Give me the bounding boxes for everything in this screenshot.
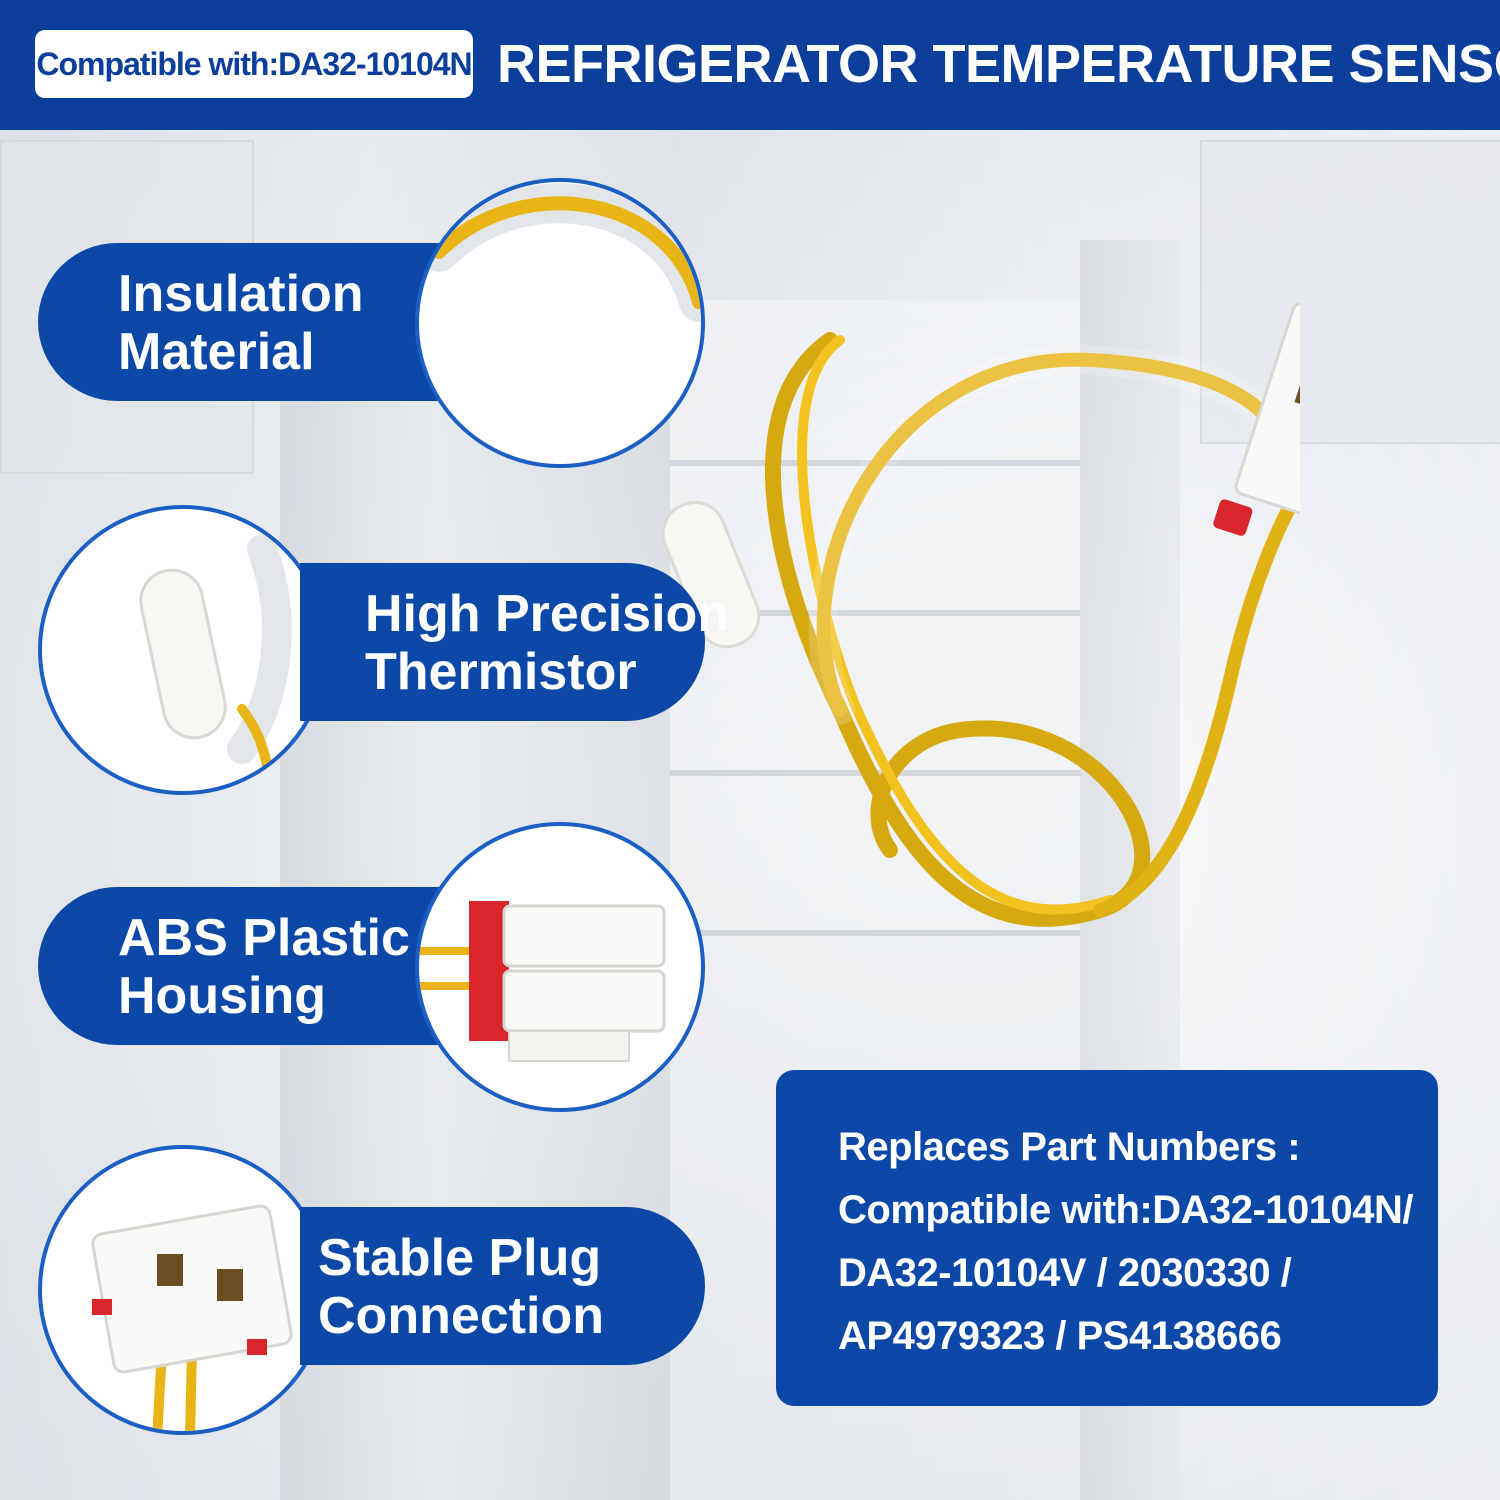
compatible-badge: Compatible with:DA32-10104N (35, 30, 473, 98)
feature-label: Connection (318, 1287, 604, 1345)
insulation-wire-icon (415, 178, 705, 468)
header-banner: Compatible with:DA32-10104N REFRIGERATOR… (0, 0, 1500, 130)
feature-pill-insulation: Insulation Material (38, 243, 458, 401)
part-numbers-line: AP4979323 / PS4138666 (838, 1314, 1282, 1358)
feature-label: High Precision (365, 585, 730, 643)
feature-label: Stable Plug (318, 1229, 602, 1287)
background-shelf (670, 930, 1080, 936)
sensor-wire (816, 352, 1294, 717)
plastic-housing-icon (415, 822, 705, 1112)
part-numbers-line: Compatible with:DA32-10104N/ (838, 1188, 1414, 1232)
feature-label: Material (118, 323, 315, 381)
page-title: REFRIGERATOR TEMPERATURE SENSOR (497, 34, 1500, 94)
replaces-heading: Replaces Part Numbers : (838, 1125, 1301, 1169)
feature-label: Insulation (118, 265, 364, 323)
feature-label: Thermistor (365, 643, 637, 701)
plug-connector (1213, 301, 1300, 536)
sensor-wire (1093, 483, 1300, 917)
temperature-sensor-product-image (661, 301, 1300, 927)
feature-pill-housing: ABS Plastic Housing (38, 887, 458, 1045)
background-shelf (670, 610, 1080, 616)
replaces-part-numbers-box: Replaces Part Numbers : Compatible with:… (776, 1070, 1438, 1406)
sensor-wire-sheath (808, 344, 1300, 725)
feature-pill-thermistor: High Precision Thermistor (300, 563, 729, 721)
feature-pill-plug: Stable Plug Connection (300, 1207, 705, 1365)
plug-connector-icon (38, 1145, 328, 1435)
sensor-wire (765, 332, 1151, 927)
feature-label: Housing (118, 967, 326, 1025)
part-numbers-line: DA32-10104V / 2030330 / (838, 1251, 1292, 1295)
feature-label: ABS Plastic (118, 909, 410, 967)
background-cabinet (1200, 140, 1500, 444)
sensor-wire-highlight (797, 335, 1115, 915)
thermistor-probe-icon (38, 505, 328, 795)
